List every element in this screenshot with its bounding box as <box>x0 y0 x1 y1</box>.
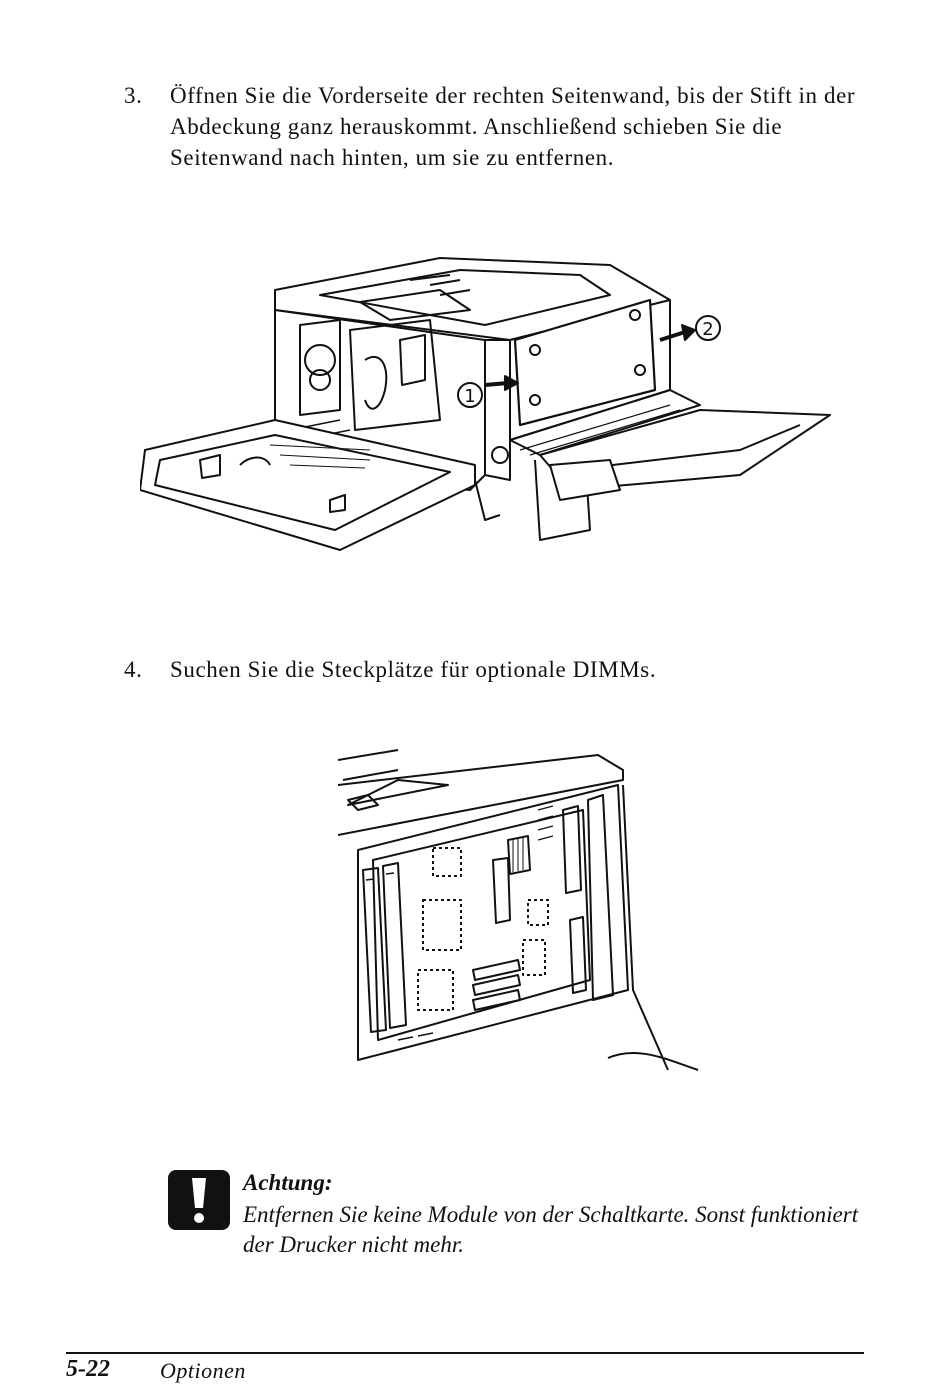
caution-title: Achtung: <box>243 1170 333 1195</box>
section-title: Optionen <box>160 1358 246 1383</box>
step-text: Suchen Sie die Steckplätze für optionale… <box>170 657 657 682</box>
callout-1: 1 <box>464 386 475 407</box>
caution-body: Entfernen Sie keine Module von der Schal… <box>243 1202 859 1257</box>
exclamation-icon <box>168 1170 230 1230</box>
step-number: 3. <box>124 83 143 108</box>
step-text: Öffnen Sie die Vorderseite der rechten S… <box>170 83 856 170</box>
printer-side-panel-illustration: 2 1 <box>140 257 831 551</box>
footer-rule <box>66 1352 864 1354</box>
dimm-slots-illustration <box>338 749 699 1071</box>
step-number: 4. <box>124 657 143 682</box>
page-number: 5-22 <box>66 1356 110 1382</box>
callout-2: 2 <box>702 319 713 340</box>
